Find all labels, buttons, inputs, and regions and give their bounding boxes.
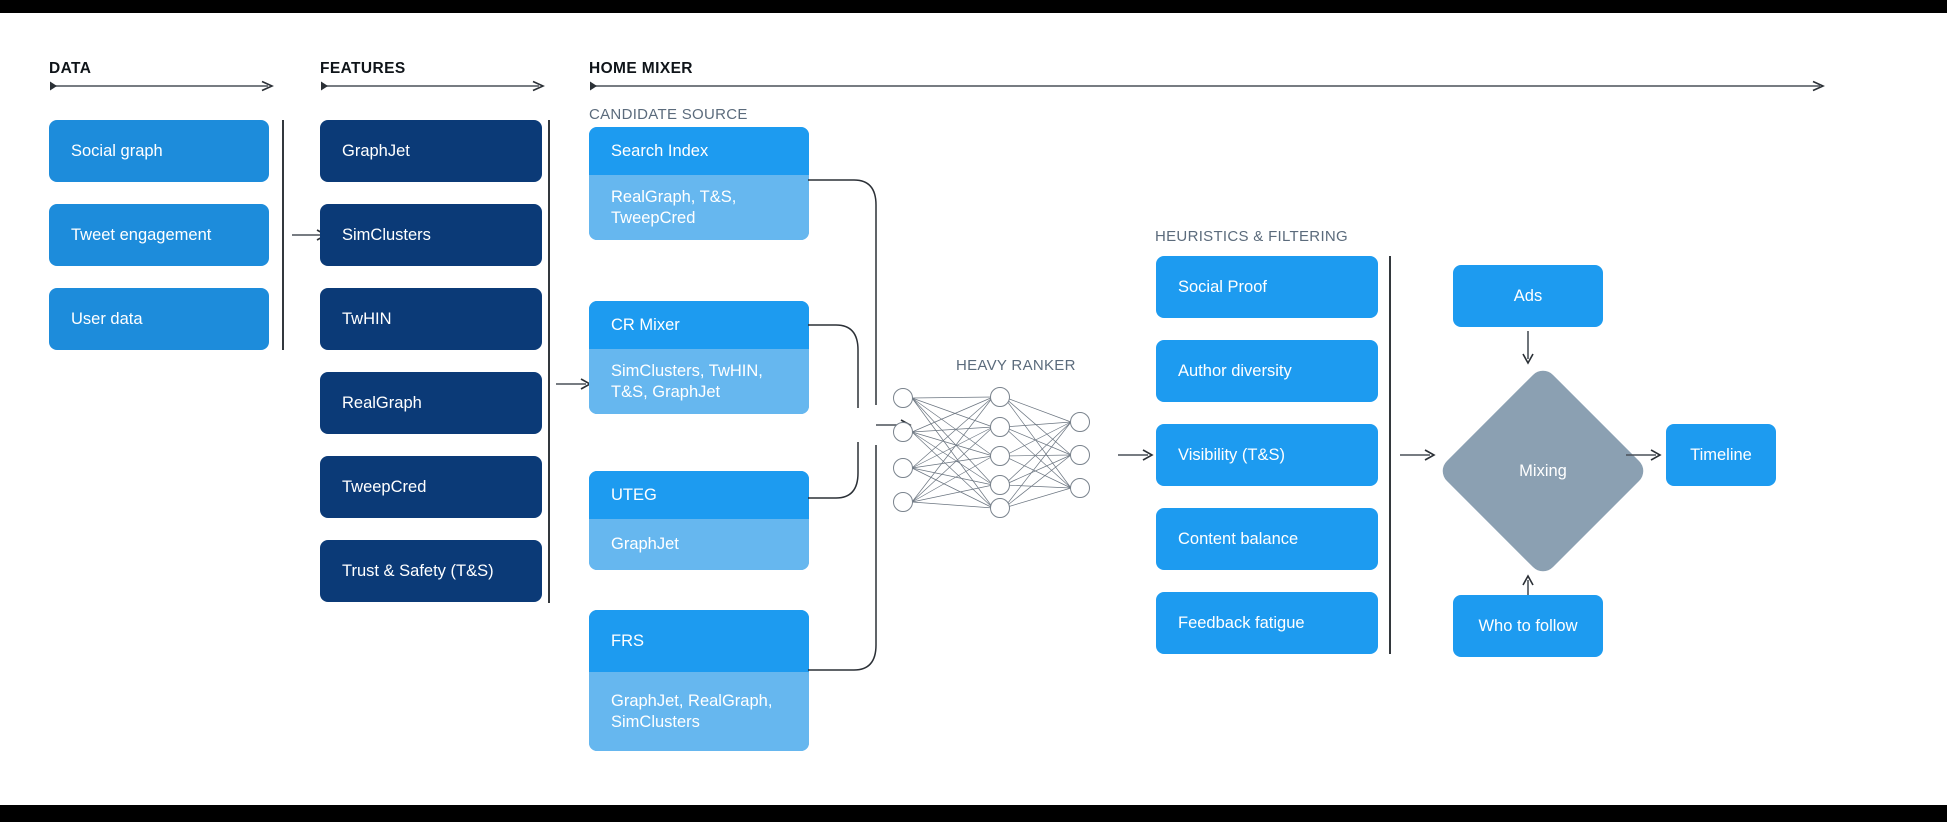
divider-features-home-mixer xyxy=(548,120,550,603)
bottom-letterbox-bar xyxy=(0,805,1947,822)
heavy-ranker-neural-network xyxy=(890,380,1110,520)
candidate-source-card-frs[interactable]: FRS GraphJet, RealGraph, SimClusters xyxy=(589,610,809,751)
feature-box-twhin[interactable]: TwHIN xyxy=(320,288,542,350)
candidate-source-card-uteg[interactable]: UTEG GraphJet xyxy=(589,471,809,570)
heuristic-box-content-balance[interactable]: Content balance xyxy=(1156,508,1378,570)
candidate-source-card-cr-mixer[interactable]: CR Mixer SimClusters, TwHIN, T&S, GraphJ… xyxy=(589,301,809,414)
features-header-rule xyxy=(319,80,547,92)
heuristic-box-label: Author diversity xyxy=(1178,361,1292,380)
arrow-heavy-ranker-to-heuristics xyxy=(1118,447,1158,463)
card-title: FRS xyxy=(589,610,809,672)
heuristic-box-author-diversity[interactable]: Author diversity xyxy=(1156,340,1378,402)
ads-box[interactable]: Ads xyxy=(1453,265,1603,327)
divider-heuristics-mixing xyxy=(1389,256,1391,654)
bracket-candidate-sources-to-heavy-ranker xyxy=(806,179,916,680)
feature-box-graphjet[interactable]: GraphJet xyxy=(320,120,542,182)
feature-box-label: SimClusters xyxy=(342,225,431,244)
section-header-data: DATA xyxy=(49,60,92,77)
arrow-mixing-to-timeline xyxy=(1626,447,1666,463)
data-box-label: Tweet engagement xyxy=(71,225,212,244)
heuristic-box-label: Feedback fatigue xyxy=(1178,613,1305,632)
heuristic-box-label: Visibility (T&S) xyxy=(1178,445,1285,464)
heuristic-box-feedback-fatigue[interactable]: Feedback fatigue xyxy=(1156,592,1378,654)
ads-label: Ads xyxy=(1513,286,1543,305)
heuristic-box-social-proof[interactable]: Social Proof xyxy=(1156,256,1378,318)
data-header-rule xyxy=(48,80,276,92)
card-features: RealGraph, T&S, TweepCred xyxy=(589,175,809,240)
who-to-follow-label: Who to follow xyxy=(1478,616,1578,635)
card-title: Search Index xyxy=(589,127,809,175)
heuristic-box-visibility[interactable]: Visibility (T&S) xyxy=(1156,424,1378,486)
feature-box-label: RealGraph xyxy=(342,393,422,412)
data-box-label: User data xyxy=(71,309,143,328)
heuristic-box-label: Social Proof xyxy=(1178,277,1267,296)
feature-box-simclusters[interactable]: SimClusters xyxy=(320,204,542,266)
data-box-tweet-engagement[interactable]: Tweet engagement xyxy=(49,204,269,266)
subsection-header-heuristics: HEURISTICS & FILTERING xyxy=(1155,228,1349,245)
divider-data-features xyxy=(282,120,284,350)
section-header-home-mixer: HOME MIXER xyxy=(589,60,693,77)
timeline-box[interactable]: Timeline xyxy=(1666,424,1776,486)
card-features: GraphJet, RealGraph, SimClusters xyxy=(589,672,809,751)
mixing-diamond[interactable] xyxy=(1436,364,1650,578)
home-mixer-header-rule xyxy=(588,80,1828,92)
feature-box-label: Trust & Safety (T&S) xyxy=(342,561,494,580)
heuristic-box-label: Content balance xyxy=(1178,529,1299,548)
feature-box-label: GraphJet xyxy=(342,141,410,160)
arrow-ads-to-mixing xyxy=(1520,331,1536,367)
card-title: CR Mixer xyxy=(589,301,809,349)
card-title: UTEG xyxy=(589,471,809,519)
feature-box-label: TwHIN xyxy=(342,309,392,328)
data-box-label: Social graph xyxy=(71,141,163,160)
feature-box-label: TweepCred xyxy=(342,477,427,496)
arrow-heuristics-to-mixing xyxy=(1400,447,1440,463)
feature-box-tweepcred[interactable]: TweepCred xyxy=(320,456,542,518)
data-box-social-graph[interactable]: Social graph xyxy=(49,120,269,182)
timeline-label: Timeline xyxy=(1690,445,1752,464)
candidate-source-card-search-index[interactable]: Search Index RealGraph, T&S, TweepCred xyxy=(589,127,809,240)
who-to-follow-box[interactable]: Who to follow xyxy=(1453,595,1603,657)
data-box-user-data[interactable]: User data xyxy=(49,288,269,350)
section-header-features: FEATURES xyxy=(320,60,406,77)
subsection-header-heavy-ranker: HEAVY RANKER xyxy=(956,357,1076,374)
subsection-header-candidate-source: CANDIDATE SOURCE xyxy=(589,106,748,123)
card-features: GraphJet xyxy=(589,519,809,570)
card-features: SimClusters, TwHIN, T&S, GraphJet xyxy=(589,349,809,414)
feature-box-realgraph[interactable]: RealGraph xyxy=(320,372,542,434)
feature-box-trust-safety[interactable]: Trust & Safety (T&S) xyxy=(320,540,542,602)
top-letterbox-bar xyxy=(0,0,1947,13)
